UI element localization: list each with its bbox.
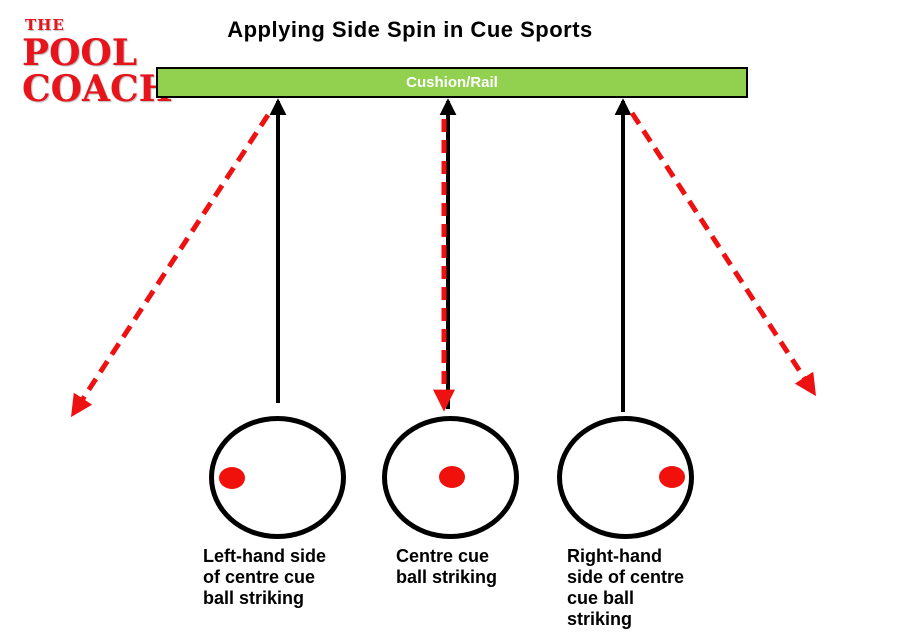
label-line: Centre cue — [396, 546, 490, 566]
rebound-arrow-left — [70, 113, 271, 418]
logo-line-pool: POOL — [22, 32, 138, 74]
label-line: side of centre — [567, 567, 685, 587]
logo-line-the: THE — [25, 16, 65, 34]
strike-point-centre — [439, 466, 465, 488]
label-line: cue ball — [567, 588, 635, 608]
label-line: of centre cue — [203, 567, 316, 587]
strike-point-right-of-centre — [659, 466, 685, 488]
pool-coach-logo: THE POOL COACH — [22, 16, 173, 110]
label-right-hand-strike: Right-hand side of centre cue ball strik… — [567, 546, 684, 630]
label-left-hand-strike: Left-hand side of centre cue ball striki… — [203, 546, 326, 609]
page-title: Applying Side Spin in Cue Sports — [227, 17, 593, 42]
label-line: striking — [567, 609, 633, 629]
cushion-rail-label: Cushion/Rail — [406, 74, 498, 91]
label-line: Right-hand — [567, 546, 662, 566]
rebound-arrow-right — [629, 111, 817, 397]
label-centre-strike: Centre cue ball striking — [396, 546, 497, 588]
label-line: Left-hand side — [203, 546, 327, 566]
label-line: ball striking — [396, 567, 498, 587]
cushion-rail-bar: Cushion/Rail — [156, 67, 748, 98]
logo-line-coach: COACH — [22, 68, 173, 110]
label-line: ball striking — [203, 588, 305, 608]
strike-point-left-of-centre — [219, 467, 245, 489]
